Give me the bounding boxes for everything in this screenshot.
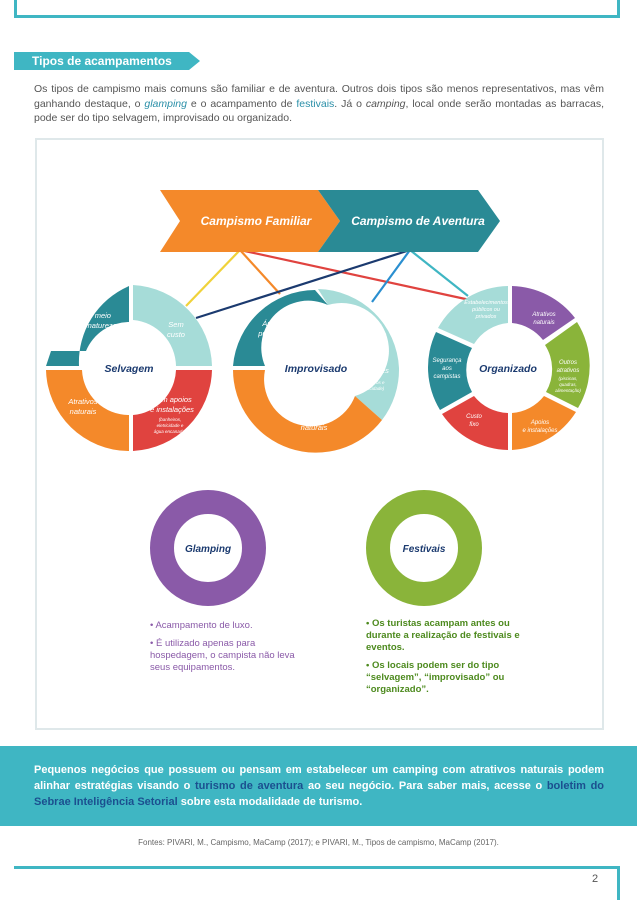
glamping-center-label: Glamping	[185, 544, 231, 555]
improvisado-seg-custo	[318, 289, 400, 420]
bottom-frame	[14, 866, 620, 900]
selvagem-seg-atrativos	[46, 370, 129, 451]
intro-paragraph: Os tipos de campismo mais comuns são fam…	[34, 83, 604, 124]
selvagem-seg-apoios	[133, 370, 212, 451]
info-banner	[0, 746, 637, 826]
campismo-aventura-label: Campismo de Aventura	[351, 214, 485, 228]
festivais-bullet-2: • Os locais podem ser do tipo “selvagem”…	[366, 660, 505, 695]
glamping-link[interactable]: glamping	[144, 97, 187, 110]
glamping-ring: Glamping	[150, 490, 266, 606]
organizado-seg-seguranca	[428, 332, 472, 410]
turismo-aventura-link[interactable]: turismo de aventura	[195, 780, 304, 792]
organizado-seg-atrativos	[512, 286, 575, 340]
improvisado-seg-areas	[233, 290, 328, 366]
banner-text: Pequenos negócios que possuem ou pensam …	[34, 764, 605, 808]
sources-note: Fontes: PIVARI, M., Campismo, MaCamp (20…	[138, 838, 499, 847]
festivais-ring: Festivais	[366, 490, 482, 606]
festivais-bullet-1: • Os turistas acampam antes ou durante a…	[366, 618, 520, 653]
glamping-bullet-1: • Acampamento de luxo.	[150, 620, 253, 631]
selvagem-seg-natureza	[46, 286, 129, 366]
selvagem-center-label: Selvagem	[104, 363, 153, 375]
campismo-familiar-arrow	[160, 190, 340, 252]
improvisado-seg-atrativos	[233, 370, 382, 453]
campismo-familiar-label: Campismo Familiar	[201, 214, 313, 228]
top-frame	[14, 0, 620, 18]
organizado-seg-outros	[545, 322, 590, 408]
organizado-center-label: Organizado	[479, 363, 537, 375]
page-number: 2	[592, 873, 599, 885]
selvagem-seg-custo	[133, 285, 212, 366]
festivais-center-label: Festivais	[403, 544, 446, 555]
section-title: Tipos de acampamentos	[14, 52, 200, 70]
campismo-aventura-arrow	[318, 190, 500, 252]
organizado-seg-custo	[442, 396, 508, 450]
festivais-bullets: • Os turistas acampam antes ou durante a…	[366, 618, 536, 702]
organizado-seg-apoios	[512, 396, 576, 450]
boletim-sebrae-link[interactable]: boletim do Sebrae Inteligência Setorial	[34, 780, 605, 808]
connector-lines	[185, 248, 471, 320]
festivais-link[interactable]: festivais	[296, 97, 335, 110]
diagram-frame	[35, 138, 604, 730]
organizado-seg-estabelecimentos	[438, 286, 508, 344]
glamping-bullet-2: • É utilizado apenas para hospedagem, o …	[150, 638, 295, 673]
organizado-outros-note: (piscinas,quadras,alimentação)	[555, 376, 581, 393]
improvisado-center-label: Improvisado	[285, 363, 348, 375]
glamping-bullets: • Acampamento de luxo. • É utilizado ape…	[150, 620, 300, 680]
